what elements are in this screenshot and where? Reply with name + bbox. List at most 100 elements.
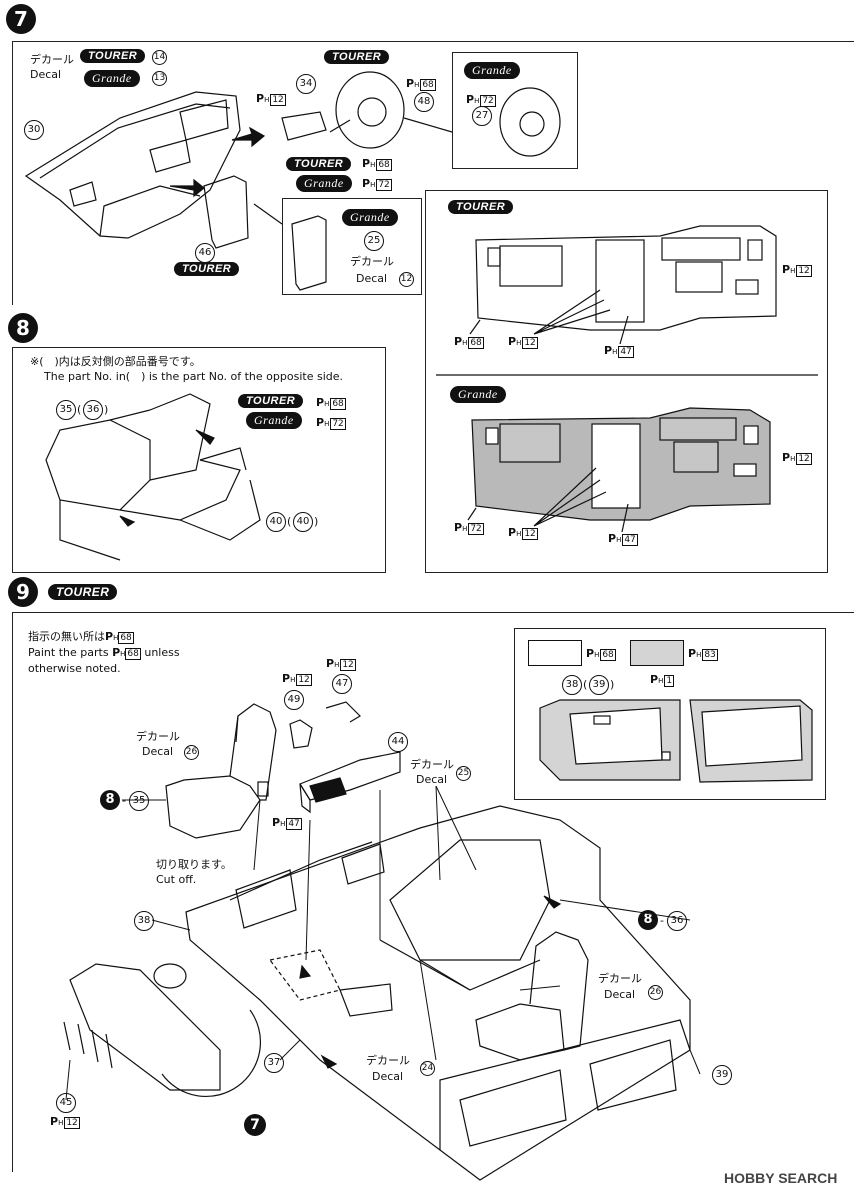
dash-drawing-step9 (63, 963, 261, 1097)
part-27: 27 (472, 106, 492, 126)
dash-detail-grande (467, 407, 771, 533)
ref-step-8-b: 8 (638, 910, 658, 930)
part-36-close: ) (104, 403, 109, 416)
legend-swatch-83 (630, 640, 684, 666)
part-40: 40 (266, 512, 286, 532)
seat-drawing-step8 (45, 393, 261, 561)
s9-decal-jp-d: デカール (366, 1054, 410, 1067)
ref-part-36: 36 (667, 911, 687, 931)
tourer-badge: TOURER (80, 49, 146, 63)
step-9-number: 9 (8, 577, 38, 607)
step-8-panel (12, 347, 386, 573)
leader-lines (65, 785, 701, 1101)
part-39-close: ) (610, 678, 615, 691)
console-parts-step9 (289, 701, 401, 814)
grande-badge-wheel: Grande (464, 62, 520, 79)
part-30: 30 (24, 120, 44, 140)
door-inset-drawing (539, 699, 813, 783)
tourer-badge-color: TOURER (286, 157, 352, 171)
part-25: 25 (364, 231, 384, 251)
part-26-b: 26 (648, 985, 663, 1000)
step-7-number: 7 (6, 4, 36, 34)
s9-decal-jp-a: デカール (136, 730, 180, 743)
part-38: 38 (134, 911, 154, 931)
s9-decal-en-b: Decal (416, 773, 448, 786)
grande-badge: Grande (84, 70, 140, 87)
part-25-s9: 25 (456, 766, 471, 781)
part-35: 35 (56, 400, 76, 420)
ref-step-8-a: 8 (100, 790, 120, 810)
part-26-a: 26 (184, 745, 199, 760)
part-47: 47 (332, 674, 352, 694)
detail-grande-badge: Grande (450, 386, 506, 403)
legend-swatch-68 (528, 640, 582, 666)
part-34: 34 (296, 74, 316, 94)
tourer-badge-console: TOURER (174, 262, 240, 276)
step9-note-en3: otherwise noted. (28, 662, 121, 675)
arrows-step8 (119, 429, 215, 527)
part-36: 36 (83, 400, 103, 420)
step8-note-jp: ※( )内は反対側の部品番号です。 (30, 355, 201, 368)
part-40-open: ( (287, 515, 292, 528)
part-37: 37 (264, 1053, 284, 1073)
car-body-step9 (185, 805, 691, 1181)
arrows-step7 (169, 126, 266, 198)
part-24: 24 (420, 1061, 435, 1076)
part-36-open: ( (77, 403, 82, 416)
arrows-step9 (299, 895, 562, 1069)
decal-label-en-2: Decal (356, 272, 388, 285)
step-8-number: 8 (8, 313, 38, 343)
dashboard-drawing (24, 91, 241, 239)
decal-label-en: Decal (30, 68, 62, 81)
watermark: HOBBY SEARCH (724, 1170, 838, 1186)
s9-decal-jp-c: デカール (598, 972, 642, 985)
steering-wheel-drawing (281, 71, 453, 149)
cut-en: Cut off. (156, 873, 197, 886)
s9-decal-jp-b: デカール (410, 758, 454, 771)
step8-tourer-badge: TOURER (238, 394, 304, 408)
rear-seat-right (475, 931, 589, 1061)
ref-step-7: 7 (244, 1114, 266, 1136)
dash-detail-tourer (469, 225, 777, 345)
s9-decal-en-c: Decal (604, 988, 636, 1001)
part-39-inset: 39 (589, 675, 609, 695)
part-48: 48 (414, 92, 434, 112)
part-39: 39 (712, 1065, 732, 1085)
part-44: 44 (388, 732, 408, 752)
grande-badge-color: Grande (296, 175, 352, 192)
cut-jp: 切り取ります。 (156, 858, 232, 871)
step8-note-en: The part No. in( ) is the part No. of th… (44, 370, 343, 383)
part-40-close: ) (314, 515, 319, 528)
step8-grande-badge: Grande (246, 412, 302, 429)
s9-decal-en-a: Decal (142, 745, 174, 758)
console-drawing (203, 175, 327, 291)
ref-8-sep-b: - (660, 914, 664, 927)
part-12: 12 (399, 272, 414, 287)
s9-decal-en-d: Decal (372, 1070, 404, 1083)
part-39-open: ( (583, 678, 588, 691)
part-14: 14 (152, 50, 167, 65)
part-45: 45 (56, 1093, 76, 1113)
part-38-inset: 38 (562, 675, 582, 695)
decal-label-jp-2: デカール (350, 255, 394, 268)
front-seat-left (165, 703, 277, 839)
